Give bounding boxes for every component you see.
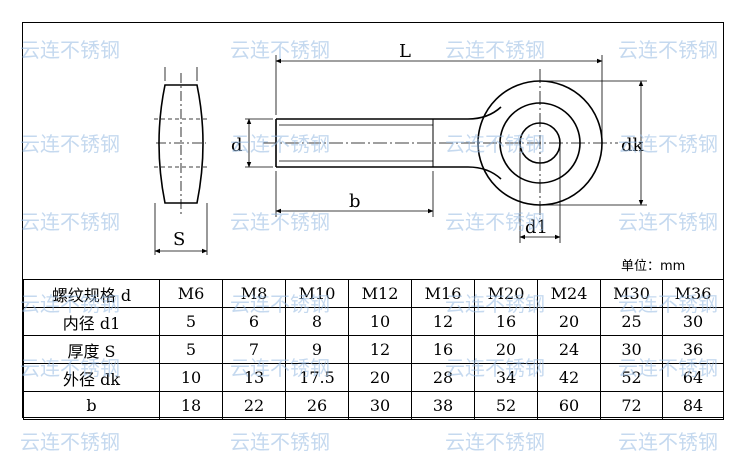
table-cell: 9: [285, 335, 349, 364]
header-cell: M10: [285, 279, 349, 308]
header-cell: M20: [474, 279, 538, 308]
label-d: d: [231, 135, 243, 156]
label-d1: d1: [525, 217, 548, 238]
row-label-d1: 内径 d1: [23, 307, 160, 336]
row-label-s: 厚度 S: [23, 335, 160, 364]
row-label-b: b: [23, 391, 160, 420]
table-cell: 30: [348, 391, 412, 420]
table-row: 外径 dk 10 13 17.5 20 28 34 42 52 64: [23, 363, 724, 392]
table-cell: 12: [411, 307, 475, 336]
header-cell: M6: [159, 279, 223, 308]
header-cell: M30: [600, 279, 663, 308]
label-L: L: [399, 41, 411, 62]
header-cell: M24: [537, 279, 601, 308]
table-cell: 5: [159, 307, 223, 336]
table-cell: 6: [222, 307, 286, 336]
table-cell: 7: [222, 335, 286, 364]
header-cell: M36: [662, 279, 724, 308]
table-cell: 20: [348, 363, 412, 392]
unit-label: 单位：mm: [621, 259, 686, 274]
table-cell: 52: [600, 363, 663, 392]
table-cell: 36: [662, 335, 724, 364]
watermark-text: 云连不锈钢: [230, 430, 330, 454]
table-cell: 5: [159, 335, 223, 364]
side-view: [154, 67, 208, 255]
table-cell: 22: [222, 391, 286, 420]
table-cell: 12: [348, 335, 412, 364]
front-view: [245, 55, 647, 243]
header-cell: M8: [222, 279, 286, 308]
label-b: b: [349, 191, 361, 212]
table-cell: 10: [159, 363, 223, 392]
table-cell: 24: [537, 335, 601, 364]
watermark-text: 云连不锈钢: [20, 430, 120, 454]
table-cell: 13: [222, 363, 286, 392]
table-cell: 42: [537, 363, 601, 392]
table-cell: 34: [474, 363, 538, 392]
header-cell-thread-spec: 螺纹规格 d: [23, 279, 160, 308]
neck-bottom: [433, 166, 502, 180]
table-cell: 16: [474, 307, 538, 336]
table-cell: 60: [537, 391, 601, 420]
watermark-text: 云连不锈钢: [618, 430, 718, 454]
table-cell: 18: [159, 391, 223, 420]
table-cell: 84: [662, 391, 724, 420]
table-row: 内径 d1 5 6 8 10 12 16 20 25 30: [23, 307, 724, 336]
label-dk: dk: [621, 135, 645, 156]
watermark-text: 云连不锈钢: [445, 430, 545, 454]
neck-top: [433, 106, 502, 120]
table-cell: 64: [662, 363, 724, 392]
table-cell: 10: [348, 307, 412, 336]
table-cell: 28: [411, 363, 475, 392]
table-cell: 30: [662, 307, 724, 336]
table-row: b 18 22 26 30 38 52 60 72 84: [23, 391, 724, 420]
table-cell: 30: [600, 335, 663, 364]
table-cell: 26: [285, 391, 349, 420]
table-row: 厚度 S 5 7 9 12 16 20 24 30 36: [23, 335, 724, 364]
table-cell: 25: [600, 307, 663, 336]
row-label-dk: 外径 dk: [23, 363, 160, 392]
table-cell: 20: [474, 335, 538, 364]
header-cell: M16: [411, 279, 475, 308]
table-cell: 16: [411, 335, 475, 364]
table-cell: 17.5: [285, 363, 349, 392]
table-cell: 20: [537, 307, 601, 336]
spec-table: 螺纹规格 d M6 M8 M10 M12 M16 M20 M24 M30 M36…: [23, 279, 724, 420]
table-cell: 52: [474, 391, 538, 420]
eye-bolt-technical-drawing: S: [154, 41, 647, 255]
header-cell: M12: [348, 279, 412, 308]
drawing-frame: S: [22, 22, 724, 420]
side-view-outline: [158, 84, 204, 204]
table-cell: 38: [411, 391, 475, 420]
table-header-row: 螺纹规格 d M6 M8 M10 M12 M16 M20 M24 M30 M36: [23, 279, 724, 308]
table-cell: 72: [600, 391, 663, 420]
table-cell: 8: [285, 307, 349, 336]
label-S: S: [173, 229, 185, 250]
